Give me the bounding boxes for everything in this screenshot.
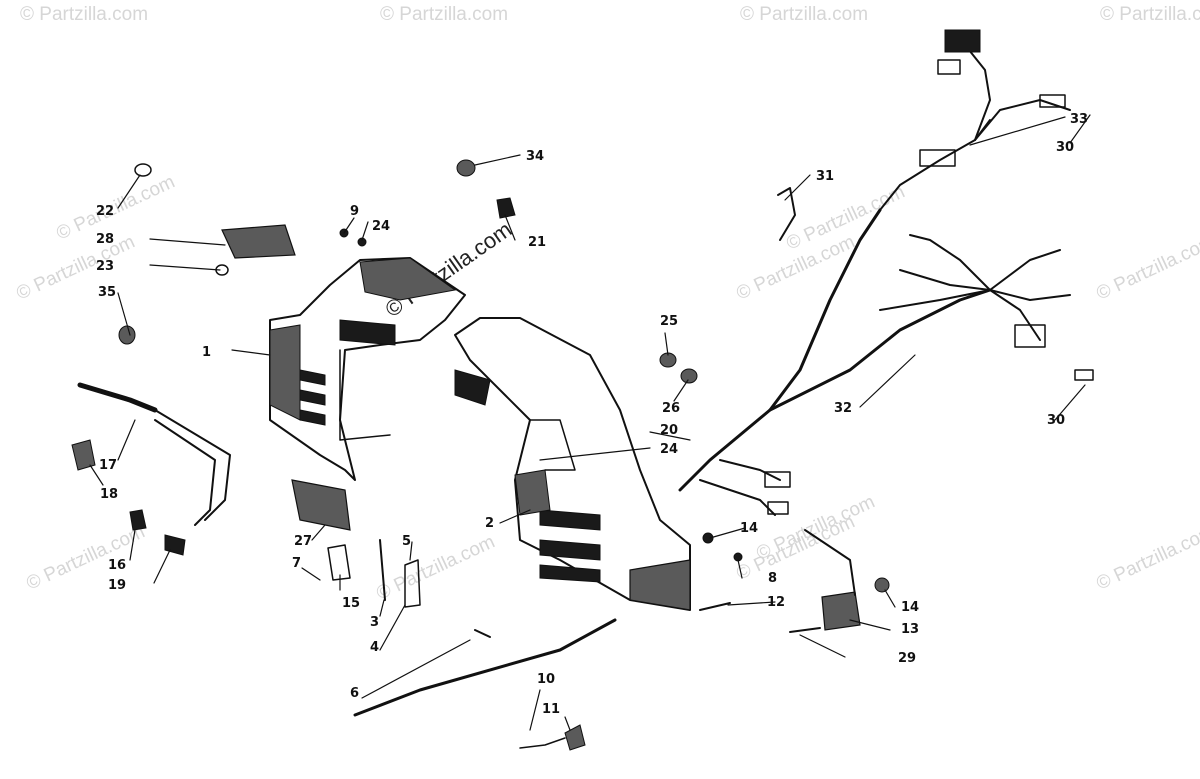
callout-16: 16: [108, 558, 126, 573]
console-panel: [454, 317, 691, 611]
callout-30: 30: [1056, 140, 1074, 155]
connector-block: [944, 29, 981, 53]
callout-17: 17: [99, 458, 117, 473]
callout-14: 14: [740, 521, 758, 536]
callout-19: 19: [108, 578, 126, 593]
wiring-harness: [678, 29, 1094, 516]
callout-26: 26: [662, 401, 680, 416]
callout-22: 22: [96, 204, 114, 219]
callout-4: 4: [370, 640, 379, 655]
callout-34: 34: [526, 149, 544, 164]
watermark-layer: © Partzilla.com © Partzilla.com © Partzi…: [13, 4, 1200, 605]
callout-10: 10: [537, 672, 555, 687]
callout-5: 5: [402, 534, 411, 549]
callout-13: 13: [901, 622, 919, 637]
callout-28: 28: [96, 232, 114, 247]
callout-18: 18: [100, 487, 118, 502]
callout-20: 20: [660, 423, 678, 438]
callout-15: 15: [342, 596, 360, 611]
callout-2: 2: [485, 516, 494, 531]
callout-14: 14: [901, 600, 919, 615]
callout-24: 24: [372, 219, 390, 234]
watermark: © Partzilla.com: [13, 231, 138, 304]
callout-labels: 1 2 3 4 5 6 7 8 9 10 11 12 13 14 14 15 1…: [96, 112, 1088, 717]
watermark: © Partzilla.com: [373, 531, 498, 604]
watermark: © Partzilla.com: [380, 4, 508, 25]
callout-25: 25: [660, 314, 678, 329]
callout-1: 1: [202, 345, 211, 360]
callout-27: 27: [294, 534, 312, 549]
callout-35: 35: [98, 285, 116, 300]
watermark: © Partzilla.com: [740, 4, 868, 25]
watermark: © Partzilla.com: [53, 171, 178, 244]
watermark: © Partzilla.com: [1093, 521, 1200, 594]
watermark: © Partzilla.com: [1093, 231, 1200, 304]
watermark: © Partzilla.com: [23, 521, 148, 594]
callout-8: 8: [768, 571, 777, 586]
callout-12: 12: [767, 595, 785, 610]
callout-30: 30: [1047, 413, 1065, 428]
callout-29: 29: [898, 651, 916, 666]
callout-11: 11: [542, 702, 560, 717]
callout-32: 32: [834, 401, 852, 416]
callout-23: 23: [96, 259, 114, 274]
callout-3: 3: [370, 615, 379, 630]
callout-9: 9: [350, 204, 359, 219]
callout-24: 24: [660, 442, 678, 457]
hood-cowl: [269, 257, 466, 481]
leader-lines: [89, 114, 1091, 731]
ignition-switch-assembly: [71, 325, 231, 556]
callout-6: 6: [350, 686, 359, 701]
hardware-fasteners: [134, 159, 890, 751]
watermark: © Partzilla.com: [20, 4, 148, 25]
watermark: © Partzilla.com: [1100, 4, 1200, 25]
callout-31: 31: [816, 169, 834, 184]
callout-21: 21: [528, 235, 546, 250]
callout-7: 7: [292, 556, 301, 571]
callout-33: 33: [1070, 112, 1088, 127]
